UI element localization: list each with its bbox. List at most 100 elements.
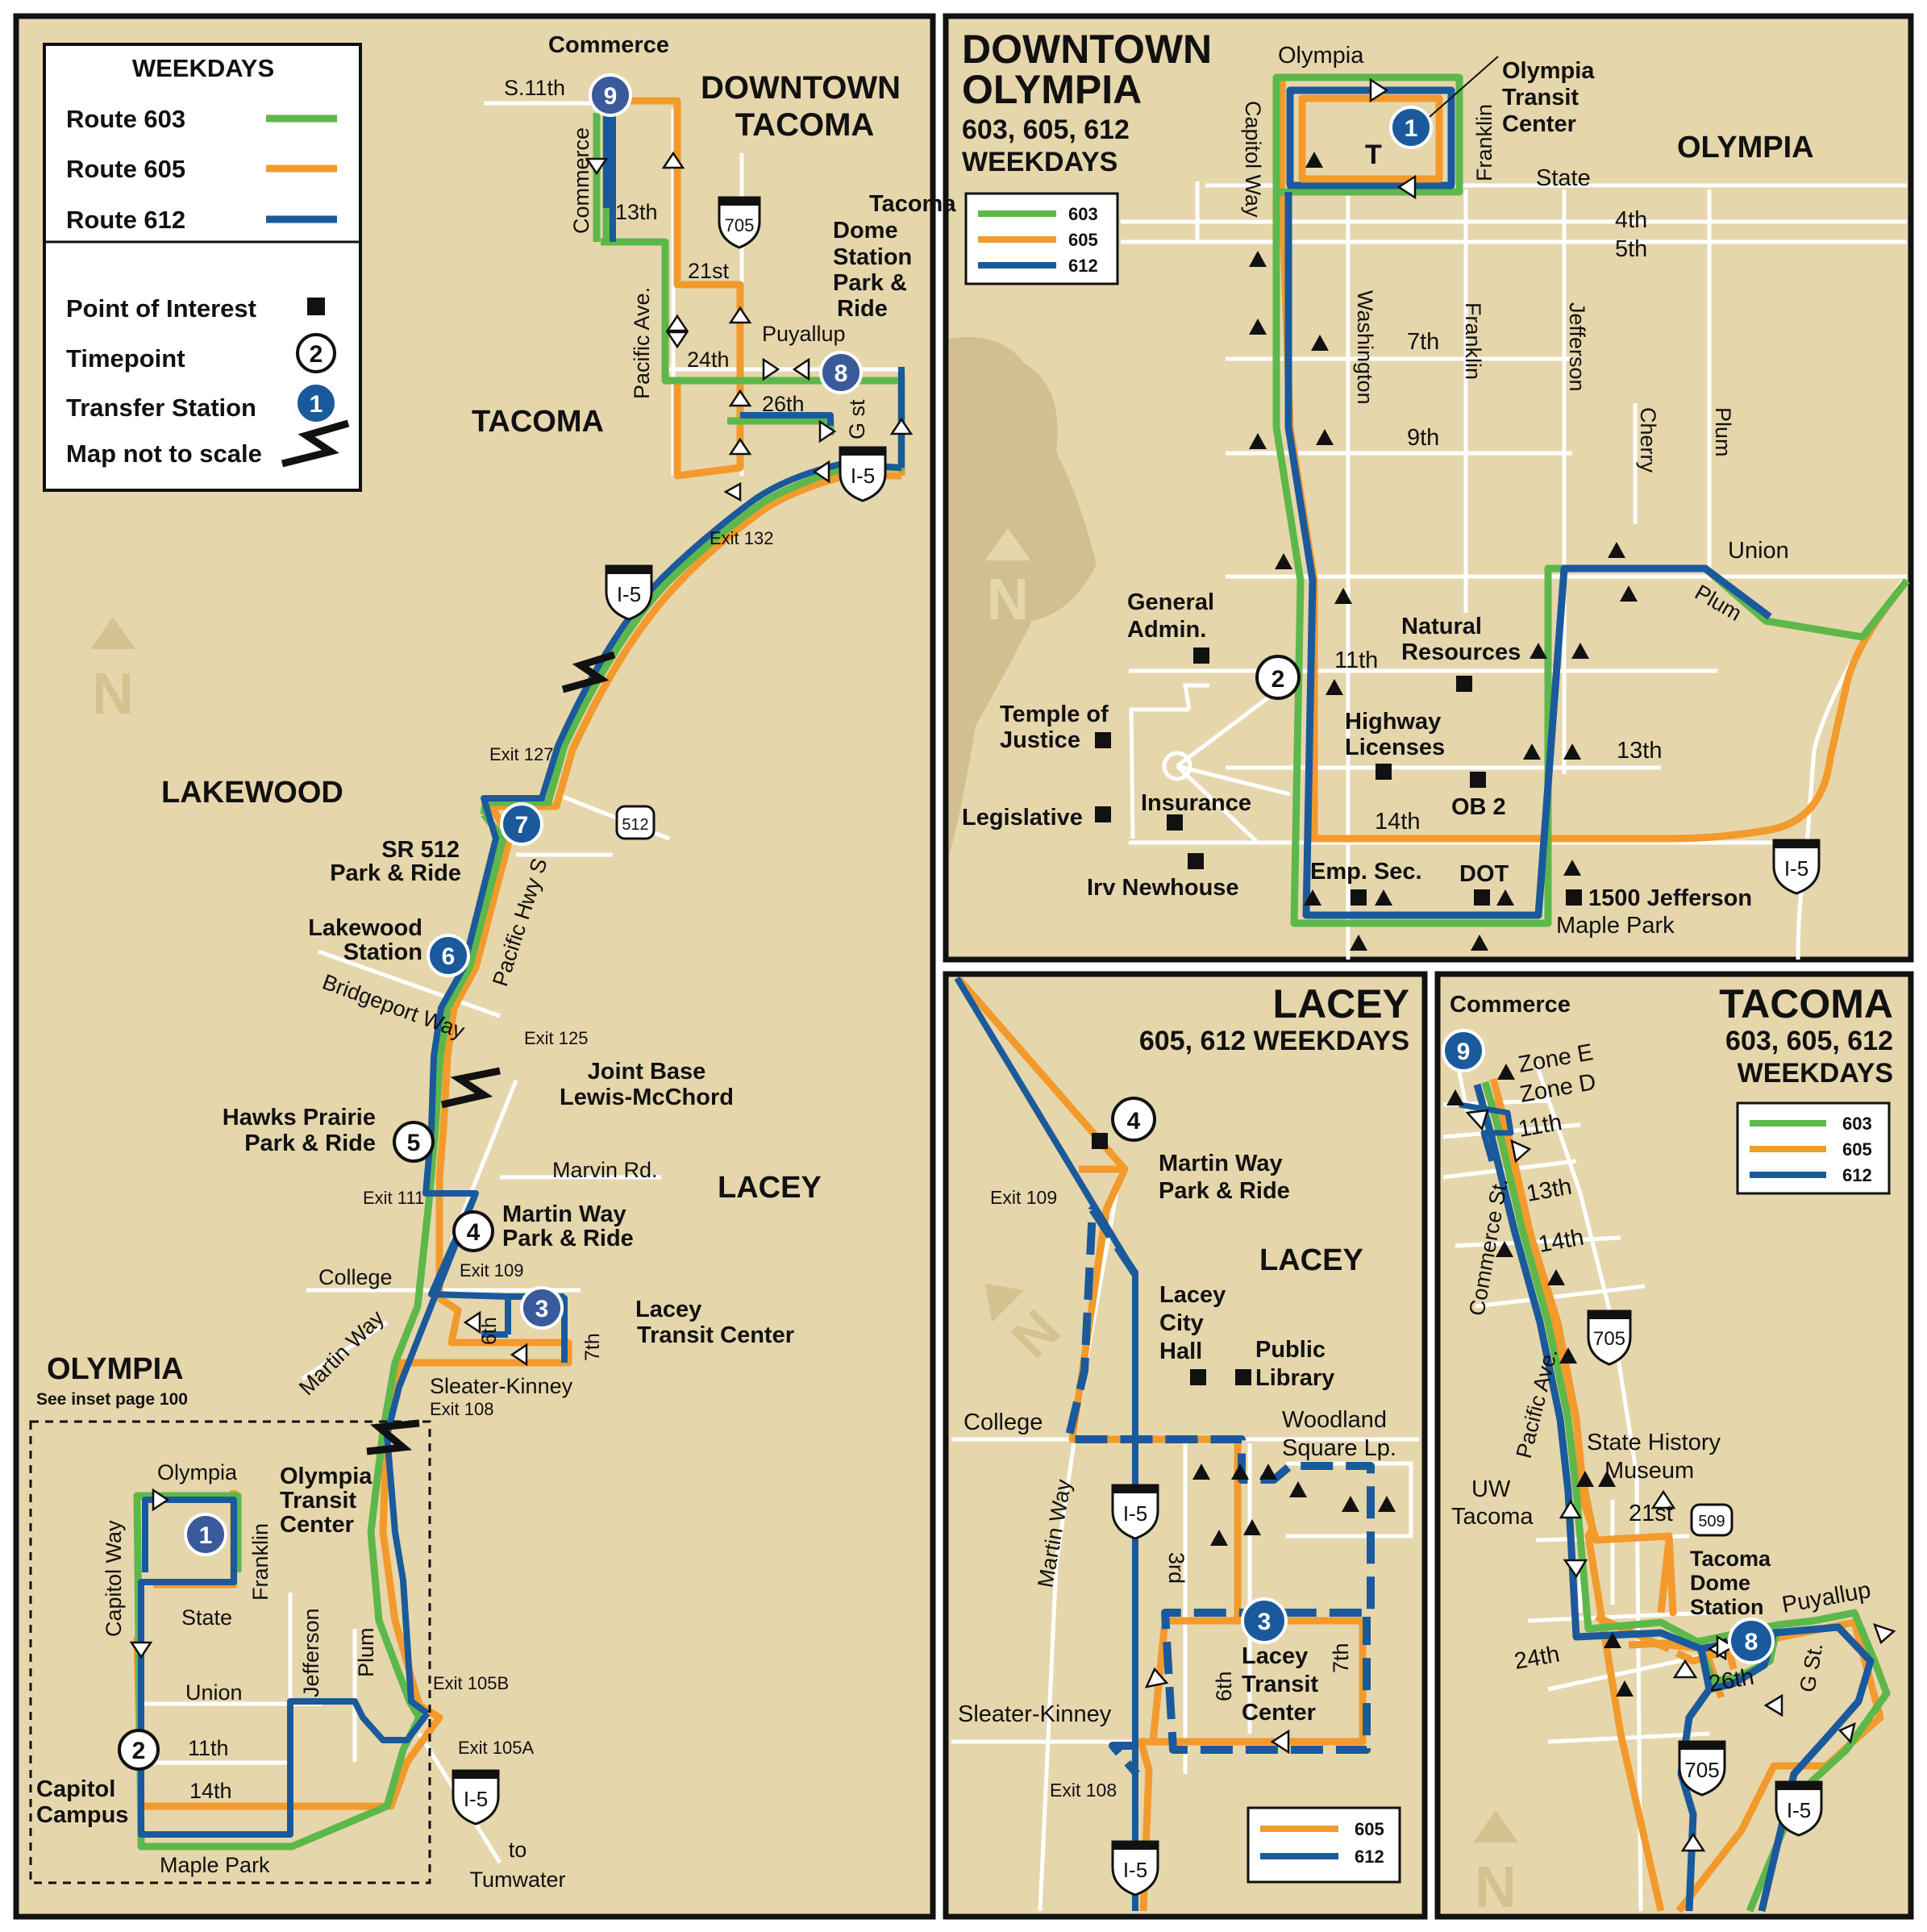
- lacey-legend: 605 612: [1247, 1806, 1401, 1884]
- legend-612: 612: [1068, 256, 1098, 276]
- stop-1-label: Center: [280, 1512, 354, 1538]
- poi-ob2: OB 2: [1451, 794, 1506, 820]
- svg-text:6: 6: [442, 943, 456, 970]
- area-downtown-tacoma: DOWNTOWN: [701, 70, 901, 106]
- svg-text:7: 7: [515, 812, 529, 839]
- transit-center-label: Lacey: [1242, 1643, 1308, 1669]
- street-13th: 13th: [615, 200, 658, 224]
- legend-605: 605: [1842, 1139, 1872, 1160]
- olympia-north-arrow-icon: N: [985, 528, 1030, 632]
- olympia-inset-note: See inset page 100: [36, 1390, 188, 1409]
- legend-route-605: Route 605: [66, 155, 185, 183]
- i5-shield-icon: I-5: [1111, 1840, 1159, 1897]
- direction-arrows: [129, 151, 914, 1659]
- stop-4-label: Martin Way: [502, 1201, 626, 1227]
- lacey-poi-squares: [1092, 1133, 1251, 1385]
- i705-shield-icon: 705: [1678, 1740, 1726, 1797]
- svg-text:N: N: [92, 662, 134, 727]
- street-5th: 5th: [1615, 236, 1647, 262]
- legend: WEEKDAYS Route 603 Route 605 Route 612 P…: [43, 43, 362, 492]
- exit-109: Exit 109: [990, 1187, 1057, 1208]
- street-sleater-kinney: Sleater-Kinney: [958, 1701, 1112, 1727]
- tacoma-stop-9[interactable]: 9: [1442, 1029, 1485, 1072]
- olympia-stop-1[interactable]: 1: [1389, 106, 1433, 149]
- svg-text:I-5: I-5: [1123, 1858, 1147, 1882]
- olympia-routes: [1272, 73, 1910, 927]
- tacoma-inset-labels: TACOMA 603, 605, 612 WEEKDAYS Commerce Z…: [1450, 981, 1893, 1697]
- callout-line: [1429, 56, 1499, 118]
- lacey-stop-4[interactable]: 4: [1111, 1097, 1156, 1142]
- street-14th: 14th: [1375, 809, 1420, 835]
- street-21st: 21st: [1629, 1501, 1673, 1526]
- poi-tacoma-dome-station: Tacoma: [1690, 1547, 1771, 1571]
- svg-text:3: 3: [535, 1296, 549, 1322]
- street-woodland: Woodland: [1282, 1407, 1387, 1433]
- inset-subtitle: 603, 605, 612: [1725, 1026, 1893, 1056]
- sr509-shield-icon: 509: [1690, 1503, 1733, 1537]
- svg-text:I-5: I-5: [1123, 1501, 1147, 1526]
- olympia-legend: 603 605 612: [964, 192, 1119, 285]
- city-hall-label: City: [1159, 1310, 1204, 1336]
- poi-tacoma-dome-station: Station: [1690, 1595, 1764, 1619]
- lacey-arrows: [1144, 1667, 1290, 1755]
- street-pacific-ave: Pacific Ave.: [630, 287, 654, 399]
- legend-poi-label: Point of Interest: [66, 294, 256, 323]
- timepoint-5[interactable]: 5: [393, 1121, 435, 1163]
- transfer-station-6[interactable]: 6: [427, 934, 470, 977]
- svg-text:705: 705: [725, 215, 755, 235]
- street-state: State: [181, 1605, 232, 1630]
- martin-way-pr-label: Park & Ride: [1159, 1178, 1290, 1204]
- olympia-stop-2[interactable]: 2: [1255, 655, 1301, 700]
- poi-state-history-museum: Museum: [1604, 1458, 1694, 1484]
- transit-center-label: Transit: [1502, 85, 1579, 110]
- tacoma-stop-8[interactable]: 8: [1728, 1618, 1775, 1664]
- street-puyallup: Puyallup: [762, 322, 846, 346]
- area-tacoma: TACOMA: [472, 405, 604, 439]
- timepoint-4[interactable]: 4: [452, 1210, 494, 1252]
- olympia-streets: [1121, 181, 1907, 960]
- stop-9-label: Commerce: [548, 32, 669, 58]
- street-14th: 14th: [189, 1779, 232, 1803]
- transfer-station-7[interactable]: 7: [500, 802, 543, 846]
- poi-natural-resources: Resources: [1401, 639, 1521, 665]
- inset-title: LACEY: [1273, 981, 1409, 1026]
- legend-route-612: Route 612: [66, 206, 185, 234]
- transfer-station-3[interactable]: 3: [520, 1286, 564, 1330]
- stop-5-label: Park & Ride: [244, 1130, 376, 1156]
- exit-132: Exit 132: [710, 528, 774, 548]
- commerce-label: Commerce: [1450, 992, 1571, 1018]
- street-jefferson: Jefferson: [1565, 302, 1589, 392]
- i5-shield-icon: I-5: [452, 1769, 500, 1826]
- street-sleater-kinney: Sleater-Kinney: [430, 1374, 573, 1398]
- olympia-inset-panel: [943, 13, 1914, 963]
- library-label: Public: [1255, 1337, 1326, 1363]
- stop-6-label: Station: [343, 939, 422, 965]
- svg-text:9: 9: [604, 83, 618, 110]
- city-hall-label: Lacey: [1159, 1282, 1226, 1308]
- street-olympia: Olympia: [1278, 43, 1364, 69]
- street-6th: 6th: [1212, 1671, 1236, 1701]
- to-tumwater: to: [509, 1838, 527, 1862]
- i5-shield-icon: I-5: [1772, 839, 1821, 895]
- street-11th: 11th: [1334, 647, 1378, 673]
- olympia-poi-squares: [1095, 647, 1582, 906]
- legend-route-603: Route 603: [66, 105, 185, 133]
- poi-1500-jefferson: 1500 Jefferson: [1588, 885, 1752, 911]
- svg-text:2: 2: [132, 1738, 146, 1764]
- i5-shield-icon: I-5: [1775, 1780, 1823, 1837]
- timepoint-2[interactable]: 2: [118, 1729, 160, 1771]
- svg-text:N: N: [987, 568, 1029, 632]
- exit-105a: Exit 105A: [458, 1738, 534, 1758]
- street-washington: Washington: [1353, 290, 1377, 405]
- transfer-station-9[interactable]: 9: [589, 73, 632, 117]
- stop-4-label: Park & Ride: [502, 1226, 634, 1251]
- poi-irv-newhouse: Irv Newhouse: [1087, 875, 1239, 901]
- lacey-stop-3[interactable]: 3: [1241, 1597, 1288, 1644]
- transfer-station-8[interactable]: 8: [819, 351, 863, 394]
- area-lacey: LACEY: [718, 1171, 822, 1205]
- tacoma-legend: 603 605 612: [1736, 1101, 1891, 1195]
- street-4th: 4th: [1615, 207, 1647, 233]
- svg-text:I-5: I-5: [1787, 1798, 1811, 1822]
- transfer-station-1[interactable]: 1: [184, 1513, 227, 1556]
